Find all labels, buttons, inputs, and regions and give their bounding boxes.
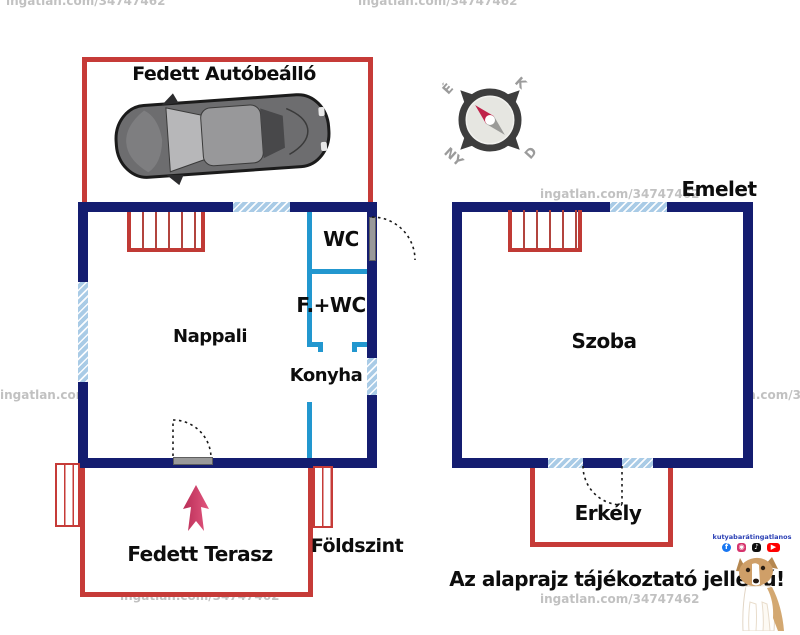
- dog-mascot: [712, 556, 798, 632]
- facebook-icon: f: [722, 543, 731, 552]
- room-label-terrace: Fedett Terasz: [127, 542, 273, 566]
- partition-door-jamb-right: [352, 342, 357, 352]
- terrace-steps-right: [313, 466, 333, 528]
- partition-wc-divider: [307, 269, 367, 274]
- instagram-icon: ◉: [737, 543, 746, 552]
- watermark: ingatlan.com/34747462: [540, 187, 700, 201]
- window-top: [233, 202, 290, 212]
- partition-fwc-bottom-left: [307, 342, 323, 347]
- terrace-steps-left: [55, 463, 80, 527]
- upper-floor-walls: [452, 202, 753, 468]
- window-upper-bottom-right: [622, 458, 653, 468]
- watermark: ingatlan.com/34747462: [358, 0, 518, 8]
- brand-name: kutyabarátingatlanos: [712, 533, 792, 541]
- floor-label-upper: Emelet: [681, 177, 757, 201]
- stairs-upper: [508, 210, 582, 252]
- partition-kitchen: [307, 402, 312, 458]
- disclaimer-text: Az alaprajz tájékoztató jellegű!: [449, 567, 785, 591]
- terrace-outline: [80, 468, 313, 597]
- door-leaf-terrace: [173, 457, 213, 465]
- room-label-kitchen: Konyha: [289, 365, 363, 386]
- room-label-living: Nappali: [173, 326, 247, 347]
- room-label-carport: Fedett Autóbeálló: [132, 63, 316, 85]
- stairs-ground: [127, 212, 205, 252]
- youtube-icon: ▶: [767, 543, 780, 552]
- entrance-arrow-icon: [180, 484, 212, 534]
- room-label-bathwc: F.+WC: [296, 293, 366, 317]
- room-label-wc: WC: [323, 227, 359, 251]
- watermark: ingatlan.com/34747462: [6, 0, 166, 8]
- car-top-view: [109, 75, 338, 196]
- floor-label-ground: Földszint: [310, 535, 404, 557]
- partition-door-jamb-left: [318, 342, 323, 352]
- partition-wc-left: [307, 212, 312, 347]
- door-leaf-entrance-right: [369, 217, 376, 261]
- watermark: ingatlan.com/34747462: [540, 592, 700, 606]
- window-upper-bottom-left: [548, 458, 583, 468]
- room-label-balcony: Erkély: [574, 501, 642, 525]
- window-upper-top: [610, 202, 667, 212]
- tiktok-icon: ♪: [752, 543, 761, 552]
- window-right: [367, 358, 377, 395]
- window-left: [78, 282, 88, 382]
- room-label-room: Szoba: [571, 329, 637, 353]
- compass-icon: [448, 78, 532, 162]
- partition-fwc-bottom-right: [352, 342, 367, 347]
